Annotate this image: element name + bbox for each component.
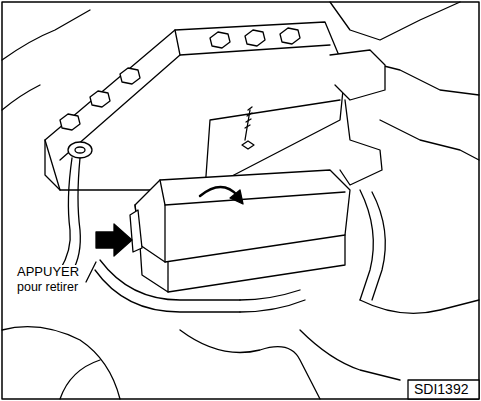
callout-text: pour retirer bbox=[16, 281, 79, 295]
figure-code: SDI1392 bbox=[413, 382, 469, 397]
callout-text: APPUYER bbox=[16, 265, 80, 279]
